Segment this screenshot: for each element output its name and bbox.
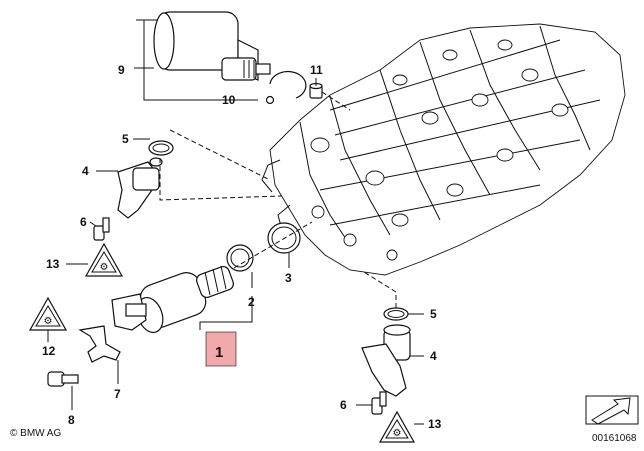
warning-symbol-icon: ⚙ — [44, 316, 53, 327]
callout-11[interactable]: 11 — [310, 63, 323, 77]
callout-5-lower[interactable]: 5 — [430, 307, 437, 321]
part-7-bracket[interactable] — [78, 325, 121, 363]
callout-13-upper[interactable]: 13 — [46, 257, 60, 271]
warning-symbol-icon: ⚙ — [100, 262, 109, 273]
part-10-clip[interactable] — [265, 70, 307, 105]
callout-9[interactable]: 9 — [118, 63, 125, 77]
callout-3[interactable]: 3 — [285, 271, 292, 285]
cylinder-head-drawing — [261, 23, 626, 276]
part-12-warning[interactable]: ⚙ — [28, 296, 68, 331]
callout-12[interactable]: 12 — [42, 344, 56, 358]
callout-10[interactable]: 10 — [222, 93, 236, 107]
callout-6-lower[interactable]: 6 — [340, 398, 347, 412]
part-4-upper-sensor[interactable] — [117, 157, 163, 219]
callout-5-upper[interactable]: 5 — [122, 132, 129, 146]
part-5-lower-oring[interactable] — [383, 307, 409, 321]
part-13-lower-warning[interactable]: ⚙ — [378, 410, 416, 443]
part-6-upper-bolt[interactable] — [93, 217, 110, 241]
reference-arrow-icon — [585, 395, 639, 425]
part-4-lower-sensor[interactable] — [361, 324, 411, 397]
part-1-solenoid-valve[interactable] — [111, 265, 235, 336]
callout-6-upper[interactable]: 6 — [80, 215, 87, 229]
part-5-upper-oring[interactable] — [148, 140, 174, 156]
diagram-number: 00161068 — [592, 433, 637, 444]
callout-7[interactable]: 7 — [114, 387, 121, 401]
callout-2[interactable]: 2 — [248, 295, 255, 309]
part-9-actuator[interactable] — [153, 11, 271, 81]
callout-1[interactable]: 1 — [215, 344, 223, 361]
callout-4-lower[interactable]: 4 — [430, 349, 437, 363]
callout-labels: 9 10 11 5 4 6 13 3 2 1 12 7 8 5 4 6 13 — [42, 63, 442, 431]
part-2-small-oring[interactable] — [226, 244, 254, 272]
copyright-text: © BMW AG — [10, 428, 61, 439]
part-8-bolt[interactable] — [47, 371, 79, 387]
callout-4-upper[interactable]: 4 — [82, 164, 89, 178]
leader-lines — [47, 19, 424, 425]
part-13-upper-warning[interactable]: ⚙ — [84, 242, 124, 277]
warning-symbol-icon: ⚙ — [393, 428, 402, 439]
part-6-lower-bolt[interactable] — [371, 391, 387, 415]
highlight-box — [205, 331, 237, 367]
callout-8[interactable]: 8 — [68, 413, 75, 427]
callout-13-lower[interactable]: 13 — [428, 417, 442, 431]
